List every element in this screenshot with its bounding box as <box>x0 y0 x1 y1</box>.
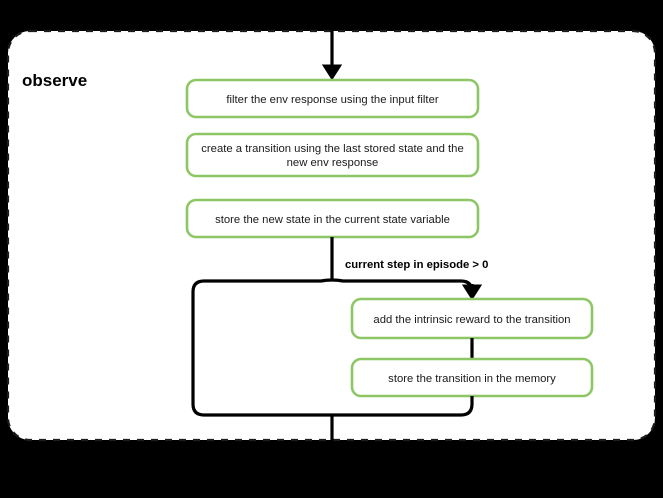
edge-conditional-label: current step in episode > 0 <box>345 259 488 271</box>
node-create-transition[interactable] <box>185 132 480 178</box>
node-create-transition-label-line1: create a transition using the last store… <box>201 143 464 155</box>
node-filter-env-response-label: filter the env response using the input … <box>226 94 438 106</box>
node-filter-env-response[interactable] <box>185 78 480 119</box>
node-store-transition-memory-label: store the transition in the memory <box>388 373 556 385</box>
group-title: observe <box>22 71 87 90</box>
edge-return-branch <box>332 396 474 417</box>
node-store-new-state-label: store the new state in the current state… <box>215 214 450 226</box>
node-create-transition-label-line2: new env response <box>287 157 379 169</box>
node-add-intrinsic-reward-label: add the intrinsic reward to the transiti… <box>373 314 570 326</box>
edge-bypass-branch <box>191 278 333 417</box>
